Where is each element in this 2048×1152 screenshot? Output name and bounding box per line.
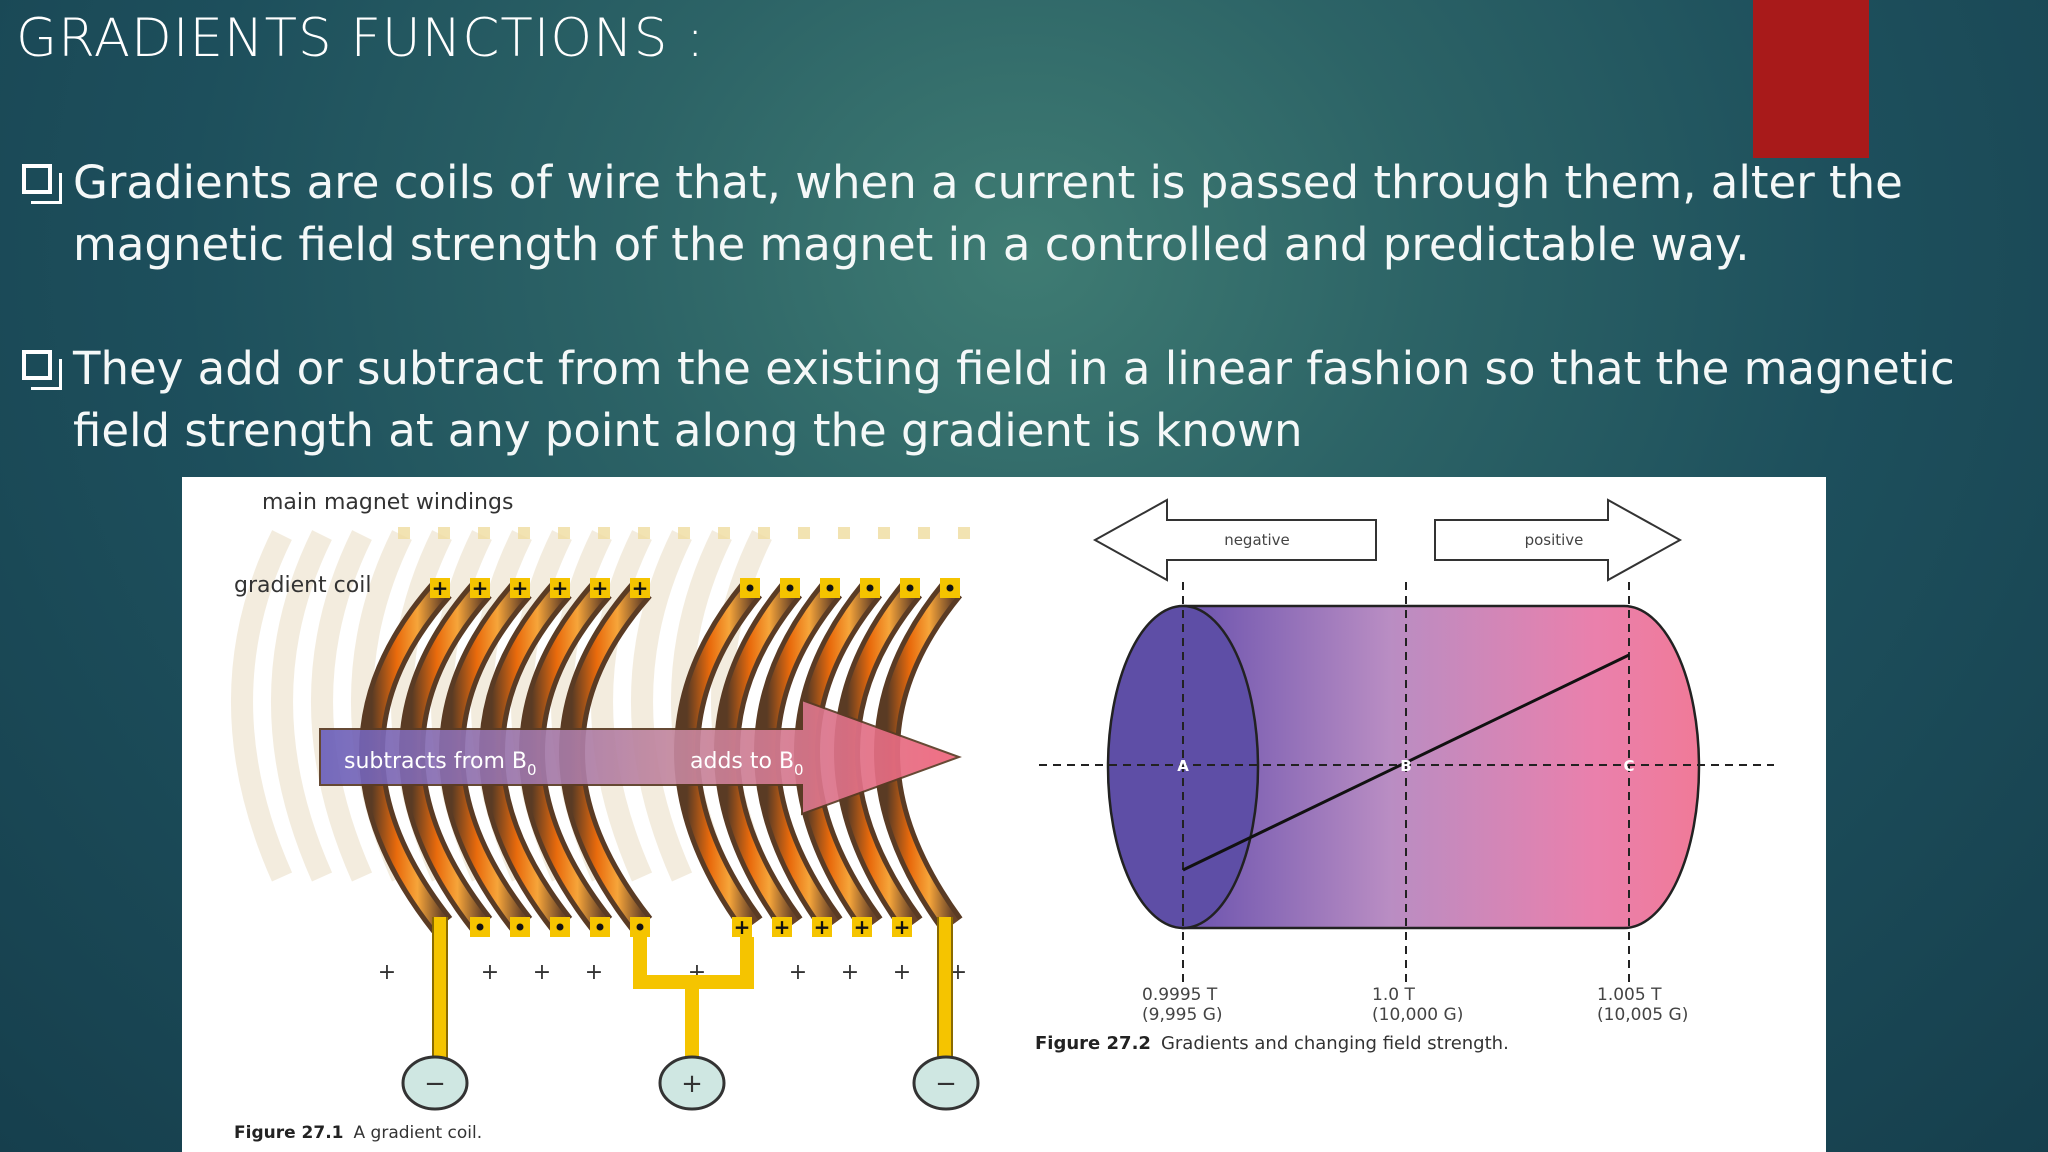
- svg-text:+: +: [432, 576, 449, 600]
- svg-text:+: +: [585, 960, 603, 985]
- point-c-label: C: [1623, 757, 1634, 775]
- svg-text:+: +: [789, 960, 807, 985]
- svg-text:+: +: [533, 960, 551, 985]
- terminal-right: −: [912, 1055, 980, 1111]
- value-b-tesla: 1.0 T: [1372, 985, 1415, 1005]
- bullet-text: Gradients are coils of wire that, when a…: [73, 156, 1903, 271]
- value-a-gauss: (9,995 G): [1142, 1005, 1223, 1025]
- negative-arrow: negative: [1092, 498, 1377, 582]
- gradient-coil-figure: + + + + + + + + + + + + + + +: [231, 490, 980, 1143]
- svg-text:+: +: [854, 915, 871, 939]
- terminal-left: −: [401, 1055, 469, 1111]
- bullet-list: Gradients are coils of wire that, when a…: [18, 152, 2028, 524]
- svg-text:+: +: [378, 960, 396, 985]
- subtracts-label: subtracts from B0: [344, 749, 537, 779]
- point-a-label: A: [1177, 757, 1189, 775]
- svg-text:+: +: [472, 576, 489, 600]
- svg-text:+: +: [592, 576, 609, 600]
- svg-text:+: +: [734, 915, 751, 939]
- point-b-label: B: [1400, 757, 1411, 775]
- gradient-line: [1182, 653, 1630, 872]
- slide-title: GRADIENTS FUNCTIONS :: [16, 8, 706, 69]
- bullet-item: They add or subtract from the existing f…: [18, 338, 2028, 462]
- svg-text:+: +: [893, 960, 911, 985]
- value-c-tesla: 1.005 T: [1597, 985, 1662, 1005]
- svg-text:+: +: [481, 960, 499, 985]
- bullet-item: Gradients are coils of wire that, when a…: [18, 152, 2028, 276]
- svg-text:negative: negative: [1224, 531, 1290, 549]
- svg-text:−: −: [935, 1069, 957, 1099]
- svg-text:+: +: [774, 915, 791, 939]
- svg-text:+: +: [814, 915, 831, 939]
- positive-arrow: positive: [1434, 498, 1683, 582]
- adds-label: adds to B0: [690, 749, 804, 779]
- value-c-gauss: (10,005 G): [1597, 1005, 1688, 1025]
- figure-panel: + + + + + + + + + + + + + + +: [182, 477, 1826, 1152]
- cylinder: [1181, 604, 1701, 930]
- checkbox-icon: [22, 350, 62, 390]
- terminal-middle: +: [658, 1055, 726, 1111]
- value-a-tesla: 0.9995 T: [1142, 985, 1218, 1005]
- main-windings-label: main magnet windings: [262, 490, 513, 515]
- coil-wires: [433, 917, 952, 1077]
- guide-lines: [1039, 582, 1774, 987]
- field-strength-figure: negative positive A B C 0.9995 T: [1035, 498, 1774, 1054]
- svg-text:+: +: [512, 576, 529, 600]
- svg-text:+: +: [894, 915, 911, 939]
- svg-text:+: +: [841, 960, 859, 985]
- field-arrow: [319, 698, 962, 816]
- checkbox-icon: [22, 164, 62, 204]
- accent-bar: [1753, 0, 1869, 158]
- svg-text:−: −: [424, 1069, 446, 1099]
- bullet-text: They add or subtract from the existing f…: [73, 342, 1955, 457]
- gradient-coil-label: gradient coil: [234, 573, 371, 598]
- svg-text:positive: positive: [1525, 531, 1584, 549]
- svg-text:+: +: [552, 576, 569, 600]
- value-b-gauss: (10,000 G): [1372, 1005, 1463, 1025]
- bottom-connectors: [470, 917, 912, 937]
- svg-text:+: +: [949, 960, 967, 985]
- svg-text:+: +: [632, 576, 649, 600]
- svg-text:+: +: [681, 1069, 703, 1099]
